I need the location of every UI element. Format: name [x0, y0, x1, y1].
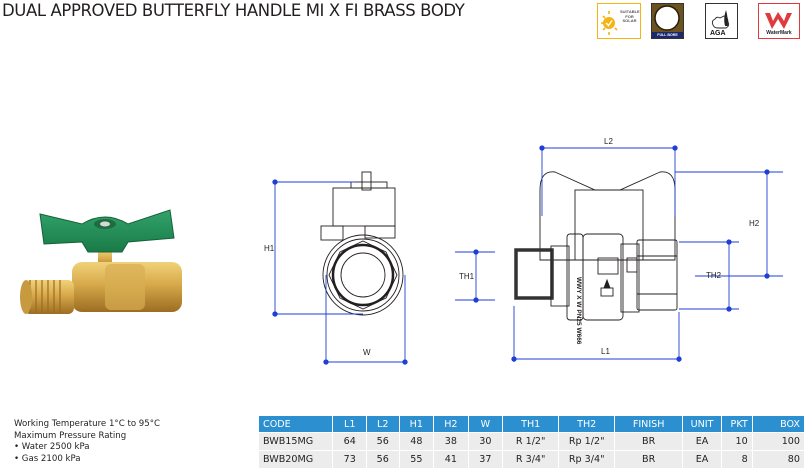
table-row: BWB15MG 64 56 48 38 30 R 1/2" Rp 1/2" BR… [259, 432, 804, 450]
dim-label-th1: TH1 [459, 272, 475, 281]
suitable-for-solar-badge: SUITABLE FOR SOLAR [597, 3, 641, 39]
col-header-l1: L1 [333, 416, 367, 432]
cell-unit: EA [683, 450, 722, 468]
cell-l2: 56 [366, 450, 400, 468]
col-header-h2: H2 [434, 416, 469, 432]
cell-w: 30 [468, 432, 504, 450]
cell-unit: EA [683, 432, 722, 450]
cell-h1: 48 [399, 432, 435, 450]
front-view [514, 171, 678, 321]
col-header-l2: L2 [366, 416, 400, 432]
cell-th1: R 3/4" [503, 450, 560, 468]
watermark-badge: WaterMark [758, 3, 800, 39]
dim-label-h2: H2 [749, 219, 760, 228]
col-header-h1: H1 [399, 416, 435, 432]
body-marking: WWY X W PN25 W666 [575, 277, 582, 345]
spec-table: CODE L1 L2 H1 H2 W TH1 TH2 FINISH UNIT P… [259, 416, 804, 468]
specifications: Working Temperature 1°C to 95°C Maximum … [14, 419, 160, 465]
badge-label: WaterMark [766, 30, 792, 36]
working-temperature: Working Temperature 1°C to 95°C [14, 419, 161, 429]
cell-box: 80 [752, 450, 804, 468]
col-header-finish: FINISH [615, 416, 684, 432]
aga-badge: AGA [705, 3, 738, 39]
max-pressure-heading: Maximum Pressure Rating [14, 430, 127, 441]
cell-code: BWB20MG [259, 450, 334, 468]
cell-code: BWB15MG [259, 432, 334, 450]
cell-finish: BR [615, 450, 684, 468]
col-header-w: W [468, 416, 504, 432]
dim-label-th2: TH2 [706, 271, 722, 280]
full-bore-icon [654, 5, 680, 31]
cell-w: 37 [468, 450, 504, 468]
cell-l1: 64 [333, 432, 367, 450]
technical-drawing: WWY X W PN25 W666 H1 W L2 H2 TH1 TH2 L1 [264, 137, 783, 365]
col-header-th2: TH2 [559, 416, 616, 432]
page-title: DUAL APPROVED BUTTERFLY HANDLE MI X FI B… [2, 1, 465, 20]
dim-label-h1: H1 [264, 244, 275, 253]
product-photo [20, 209, 182, 314]
dim-label-w: W [363, 348, 371, 357]
col-header-th1: TH1 [503, 416, 560, 432]
aga-flame-australia-icon [711, 10, 730, 29]
cell-th2: Rp 3/4" [559, 450, 616, 468]
col-header-unit: UNIT [683, 416, 722, 432]
badge-label: SUITABLE FOR SOLAR [620, 9, 640, 24]
cell-l1: 73 [333, 450, 367, 468]
col-header-pkt: PKT [721, 416, 753, 432]
cell-th2: Rp 1/2" [559, 432, 616, 450]
cell-pkt: 8 [721, 450, 753, 468]
cell-l2: 56 [366, 432, 400, 450]
side-view [320, 171, 404, 316]
cell-box: 100 [752, 432, 804, 450]
cell-h2: 41 [434, 450, 469, 468]
badge-label: FULL BORE [652, 32, 683, 38]
cell-finish: BR [615, 432, 684, 450]
dim-label-l2: L2 [604, 137, 613, 146]
table-header-row: CODE L1 L2 H1 H2 W TH1 TH2 FINISH UNIT P… [259, 416, 804, 432]
table-row: BWB20MG 73 56 55 41 37 R 3/4" Rp 3/4" BR… [259, 450, 804, 468]
cell-pkt: 10 [721, 432, 753, 450]
col-header-code: CODE [259, 416, 334, 432]
sun-icon [601, 11, 618, 35]
cell-h2: 38 [434, 432, 469, 450]
full-bore-badge: FULL BORE [651, 3, 684, 39]
cell-th1: R 1/2" [503, 432, 560, 450]
col-header-box: BOX [752, 416, 804, 432]
pressure-water: • Water 2500 kPa [14, 442, 90, 453]
cell-h1: 55 [399, 450, 435, 468]
pressure-gas: • Gas 2100 kPa [14, 453, 81, 464]
dim-label-l1: L1 [601, 347, 610, 356]
watermark-w-icon [765, 12, 792, 29]
badge-label: AGA [710, 30, 726, 37]
dimension-lines [272, 145, 783, 365]
